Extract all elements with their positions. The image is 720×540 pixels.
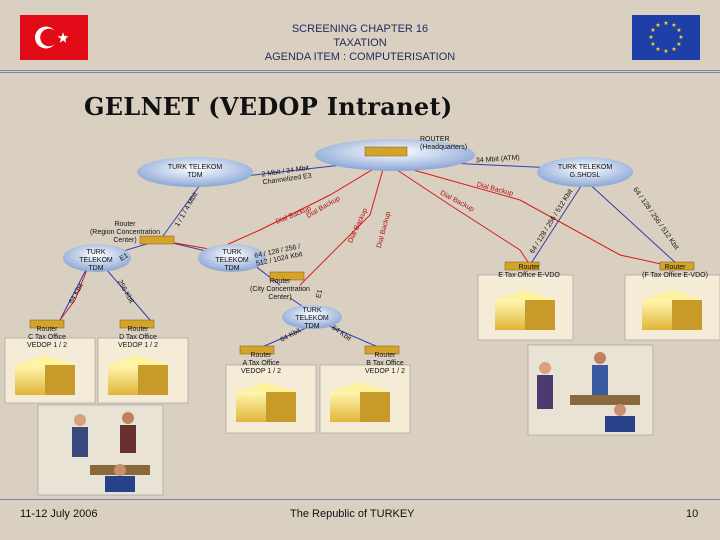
network-diagram [4, 139, 720, 496]
header-line-2: TAXATION [333, 37, 387, 49]
label-f-tax: Router (F Tax Office E-VDO) [642, 264, 708, 279]
svg-text:★: ★ [655, 22, 660, 29]
cloud-tt-left [63, 244, 131, 272]
label-tt-mid: TURK TELEKOM TDM [215, 249, 249, 272]
router-city [269, 271, 305, 281]
turkey-flag [20, 15, 88, 60]
header-line-1: SCREENING CHAPTER 16 [291, 23, 429, 35]
label-city-router: Router (City Concentration Center) [250, 278, 310, 301]
office-box-c [4, 337, 96, 404]
office-people-left [37, 404, 164, 496]
eu-flag: ★ ★ ★ ★ ★ ★ ★ ★ ★ ★ ★ ★ [632, 15, 700, 60]
router-hq [364, 146, 408, 157]
slide-title: GELNET (VEDOP Intranet) [84, 92, 453, 121]
svg-text:★: ★ [676, 27, 681, 34]
header-line-3: AGENDA ITEM : COMPUTERISATION [264, 51, 456, 63]
svg-text:★: ★ [663, 48, 668, 55]
router-region [139, 235, 175, 245]
svg-text:★: ★ [650, 41, 655, 48]
router-f [659, 261, 695, 271]
label-tt-left: TURK TELEKOM TDM [79, 249, 113, 272]
svg-text:★: ★ [676, 41, 681, 48]
router-c [29, 319, 65, 329]
cloud-tt-city [282, 305, 342, 329]
header-text: SCREENING CHAPTER 16 TAXATION AGENDA ITE… [180, 22, 540, 64]
office-box-d [97, 337, 189, 404]
router-a [239, 345, 275, 355]
svg-text:★: ★ [663, 20, 668, 27]
cloud-tt-gshdsl [537, 157, 633, 187]
cloud-tt-mid [198, 244, 266, 272]
label-d-tax: Router D Tax Office VEDOP 1 / 2 [118, 326, 158, 349]
svg-text:★: ★ [671, 46, 676, 53]
cloud-tt-tdm-top [137, 157, 253, 187]
office-box-e [477, 274, 574, 341]
label-a-tax: Router A Tax Office VEDOP 1 / 2 [241, 352, 281, 375]
page-number: 10 [686, 508, 699, 520]
office-box-a [225, 364, 317, 434]
label-tt-city: TURK TELEKOM TDM [295, 307, 329, 330]
label-b-tax: Router B Tax Office VEDOP 1 / 2 [365, 352, 405, 375]
svg-text:★: ★ [648, 34, 653, 41]
office-box-f [624, 274, 720, 341]
svg-text:★: ★ [650, 27, 655, 34]
svg-text:★: ★ [678, 34, 683, 41]
router-e [504, 261, 540, 271]
label-c-tax: Router C Tax Office VEDOP 1 / 2 [27, 326, 67, 349]
label-hq-router: ROUTER (Headquarters) [420, 136, 468, 151]
label-tt-tdm-top: TURK TELEKOM TDM [167, 164, 223, 179]
footer-center: The Republic of TURKEY [290, 508, 415, 520]
header-divider [0, 70, 720, 71]
office-people-right [527, 344, 654, 436]
dial-backup-links [59, 161, 671, 321]
office-boxes [4, 274, 720, 434]
office-box-b [319, 364, 411, 434]
router-d [119, 319, 155, 329]
label-region-router: Router (Region Concentration Center) [89, 221, 161, 244]
router-b [364, 345, 400, 355]
footer-date: 11-12 July 2006 [20, 508, 98, 520]
link-label-e1-city: E1 [315, 289, 324, 299]
svg-text:★: ★ [671, 22, 676, 29]
label-tt-gshdsl: TURK TELEKOM G.SHDSL [557, 164, 613, 179]
label-e-tax: Router E Tax Office E-VDO [498, 264, 560, 279]
header-divider-2 [0, 72, 720, 73]
svg-text:★: ★ [655, 46, 660, 53]
footer-divider [0, 499, 720, 500]
